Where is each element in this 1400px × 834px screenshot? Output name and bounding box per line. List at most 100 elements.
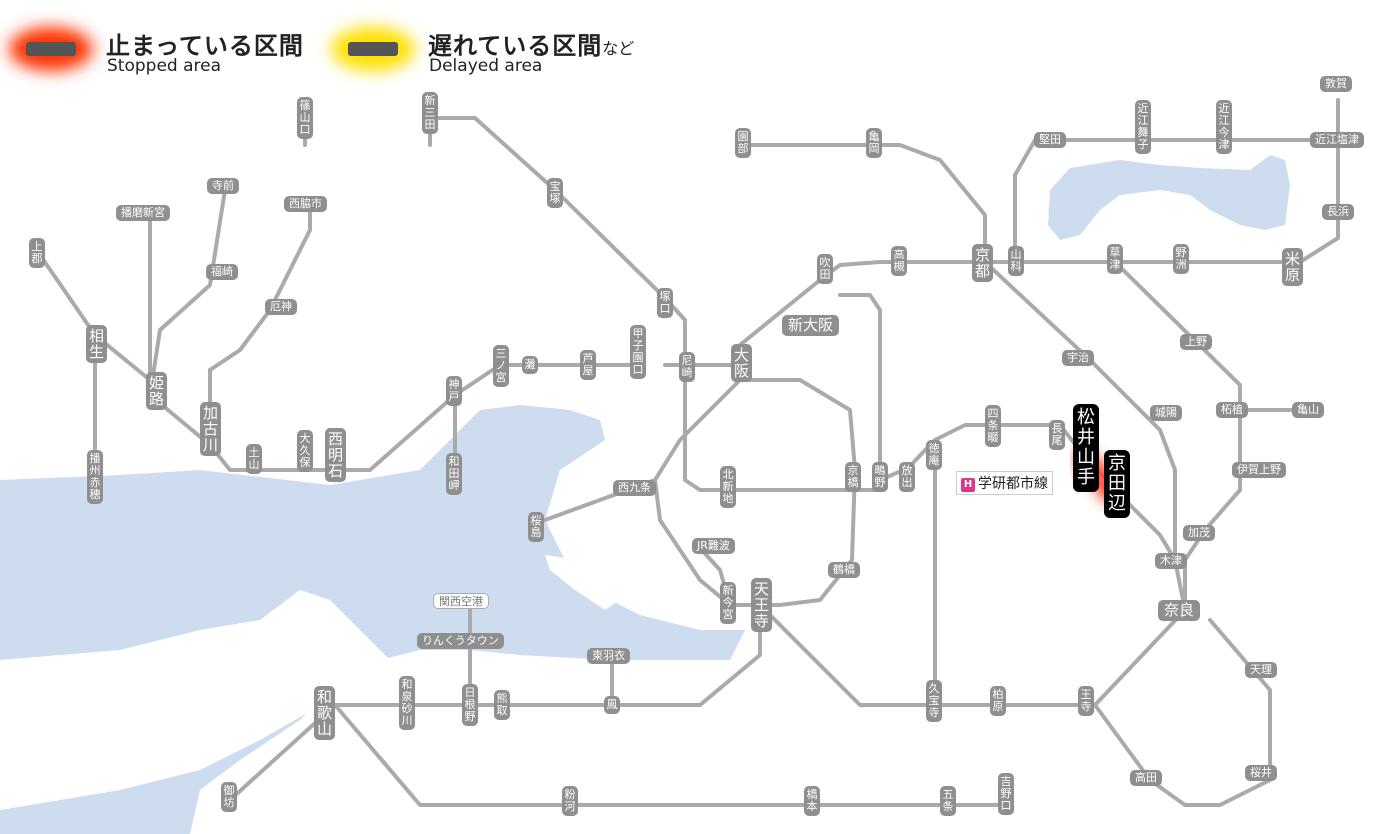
station-koshienguchi[interactable]: 甲子園口 bbox=[630, 325, 646, 379]
station-sonobe[interactable]: 園部 bbox=[735, 128, 751, 158]
station-tsuruga[interactable]: 敦賀 bbox=[1320, 76, 1352, 92]
stopped-subtitle: Stopped area bbox=[107, 56, 222, 76]
station-gojo[interactable]: 五条 bbox=[940, 786, 956, 816]
line-label-text: 学研都市線 bbox=[978, 476, 1048, 492]
station-kyobashi[interactable]: 京橋 bbox=[845, 462, 861, 492]
station-sasayamaguchi[interactable]: 篠山口 bbox=[297, 97, 313, 139]
station-amagasaki[interactable]: 尼崎 bbox=[679, 352, 695, 382]
station-suita[interactable]: 吹田 bbox=[817, 254, 833, 284]
station-jrnamba[interactable]: JR難波 bbox=[692, 538, 735, 554]
station-kumatori[interactable]: 熊取 bbox=[494, 690, 510, 720]
station-matsuiyamate[interactable]: 松井山手 bbox=[1073, 404, 1099, 492]
station-kokawa[interactable]: 粉河 bbox=[562, 786, 578, 816]
station-yasu[interactable]: 野洲 bbox=[1173, 244, 1189, 274]
rail-line-7 bbox=[983, 260, 1177, 562]
rail-line-24 bbox=[543, 378, 742, 522]
station-kyuhoji[interactable]: 久宝寺 bbox=[926, 680, 942, 722]
station-teramae[interactable]: 寺前 bbox=[207, 178, 239, 194]
station-aioi[interactable]: 相生 bbox=[86, 325, 107, 363]
station-yamashina[interactable]: 山科 bbox=[1008, 246, 1024, 276]
rail-line-5 bbox=[1013, 138, 1362, 264]
station-shinimamiya[interactable]: 新今宮 bbox=[720, 582, 736, 624]
station-shigino[interactable]: 鴫野 bbox=[872, 462, 888, 492]
station-hanaten[interactable]: 放出 bbox=[899, 462, 915, 492]
station-kashiwara[interactable]: 柏原 bbox=[990, 686, 1006, 716]
station-kusatsu[interactable]: 草津 bbox=[1107, 244, 1123, 274]
station-kizugawadai[interactable]: 上野 bbox=[1180, 334, 1212, 350]
line-h-icon: H bbox=[961, 478, 975, 492]
station-wakayama[interactable]: 和歌山 bbox=[314, 686, 335, 740]
station-sakurai[interactable]: 桜井 bbox=[1245, 765, 1277, 781]
station-shinsanda[interactable]: 新三田 bbox=[422, 92, 438, 134]
rail-line-33 bbox=[1093, 618, 1272, 807]
station-shijonawate[interactable]: 四条畷 bbox=[985, 405, 1001, 447]
station-hashimoto[interactable]: 橋本 bbox=[804, 786, 820, 816]
delayed-title-suffix: など bbox=[602, 39, 635, 58]
station-tsuchiyama[interactable]: 土山 bbox=[246, 444, 262, 474]
station-wadamisaki[interactable]: 和田岬 bbox=[446, 453, 462, 495]
rail-line-10 bbox=[838, 293, 882, 482]
station-nishiakashi[interactable]: 西明石 bbox=[325, 428, 346, 482]
station-kameoka[interactable]: 亀岡 bbox=[866, 128, 882, 158]
station-kyoto[interactable]: 京都 bbox=[972, 244, 993, 282]
station-omiimazu[interactable]: 近江今津 bbox=[1216, 100, 1232, 154]
station-okubo[interactable]: 大久保 bbox=[297, 430, 313, 472]
station-omishiotsu[interactable]: 近江塩津 bbox=[1310, 132, 1364, 148]
station-kitashinchi[interactable]: 北新地 bbox=[720, 466, 736, 508]
station-gobo[interactable]: 御坊 bbox=[221, 782, 237, 812]
station-kizu[interactable]: 木津 bbox=[1155, 553, 1187, 569]
station-banshuako[interactable]: 播州赤穂 bbox=[87, 450, 103, 504]
station-sannomiya[interactable]: 三ノ宮 bbox=[493, 345, 509, 387]
station-uji[interactable]: 宇治 bbox=[1062, 350, 1094, 366]
station-higashihagoromo[interactable]: 東羽衣 bbox=[587, 648, 630, 664]
station-takada[interactable]: 高田 bbox=[1130, 770, 1162, 786]
station-oji[interactable]: 王寺 bbox=[1078, 686, 1094, 716]
station-ashiya[interactable]: 芦屋 bbox=[580, 350, 596, 380]
station-izumisano[interactable]: 日根野 bbox=[462, 684, 478, 726]
station-tokuan[interactable]: 徳庵 bbox=[926, 440, 942, 470]
station-omimaiko[interactable]: 近江舞子 bbox=[1135, 100, 1151, 154]
station-yoshinoguchi[interactable]: 吉野口 bbox=[998, 773, 1014, 815]
station-tsuge[interactable]: 柘植 bbox=[1216, 402, 1248, 418]
station-rinku[interactable]: りんくうタウン bbox=[417, 633, 504, 649]
rail-line-14 bbox=[663, 343, 742, 367]
station-sakurajima[interactable]: 桜島 bbox=[528, 512, 544, 542]
lake-biwa bbox=[1048, 155, 1290, 240]
station-nishikujo[interactable]: 西九条 bbox=[613, 480, 656, 496]
station-osaka[interactable]: 大阪 bbox=[731, 344, 752, 382]
station-takatsuki[interactable]: 高槻 bbox=[891, 246, 907, 276]
station-takarazuka[interactable]: 宝塚 bbox=[547, 178, 563, 208]
station-nagao[interactable]: 長尾 bbox=[1049, 420, 1065, 450]
rail-line-2 bbox=[428, 116, 882, 492]
station-izumisunagawa[interactable]: 和泉砂川 bbox=[399, 676, 415, 730]
station-nara[interactable]: 奈良 bbox=[1158, 600, 1201, 621]
station-yashiro[interactable]: 厄神 bbox=[265, 299, 297, 315]
station-nagahama[interactable]: 長浜 bbox=[1322, 204, 1354, 220]
station-tennoji[interactable]: 天王寺 bbox=[751, 578, 772, 632]
land-cutouts bbox=[0, 555, 620, 810]
station-otori[interactable]: 鳳 bbox=[604, 696, 620, 714]
station-nishiwakishi[interactable]: 西脇市 bbox=[284, 196, 327, 212]
station-maibara[interactable]: 米原 bbox=[1282, 248, 1303, 286]
station-kamigori[interactable]: 上郡 bbox=[29, 238, 45, 268]
station-joyo[interactable]: 城陽 bbox=[1150, 405, 1182, 421]
station-tsurumi[interactable]: 鶴橋 bbox=[828, 562, 860, 578]
station-kobe[interactable]: 神戸 bbox=[446, 376, 462, 406]
station-kansaiairport[interactable]: 関西空港 bbox=[433, 593, 489, 609]
station-shinosaka[interactable]: 新大阪 bbox=[782, 315, 840, 336]
station-himeji[interactable]: 姫路 bbox=[146, 372, 167, 410]
station-kamo[interactable]: 加茂 bbox=[1183, 525, 1215, 541]
station-kameyama[interactable]: 亀山 bbox=[1292, 402, 1324, 418]
station-fukusaki[interactable]: 福崎 bbox=[206, 264, 238, 280]
station-nada[interactable]: 灘 bbox=[522, 356, 538, 374]
station-kyotanabe[interactable]: 京田辺 bbox=[1104, 450, 1130, 518]
station-tenri[interactable]: 天理 bbox=[1245, 662, 1277, 678]
station-harimashingu[interactable]: 播磨新宮 bbox=[116, 205, 170, 221]
delayed-subtitle: Delayed area bbox=[429, 56, 543, 76]
station-iganoue[interactable]: 伊賀上野 bbox=[1232, 462, 1286, 478]
station-tsukaguchi[interactable]: 塚口 bbox=[657, 288, 673, 318]
station-kakogawa[interactable]: 加古川 bbox=[200, 402, 221, 456]
station-katata[interactable]: 堅田 bbox=[1034, 132, 1066, 148]
